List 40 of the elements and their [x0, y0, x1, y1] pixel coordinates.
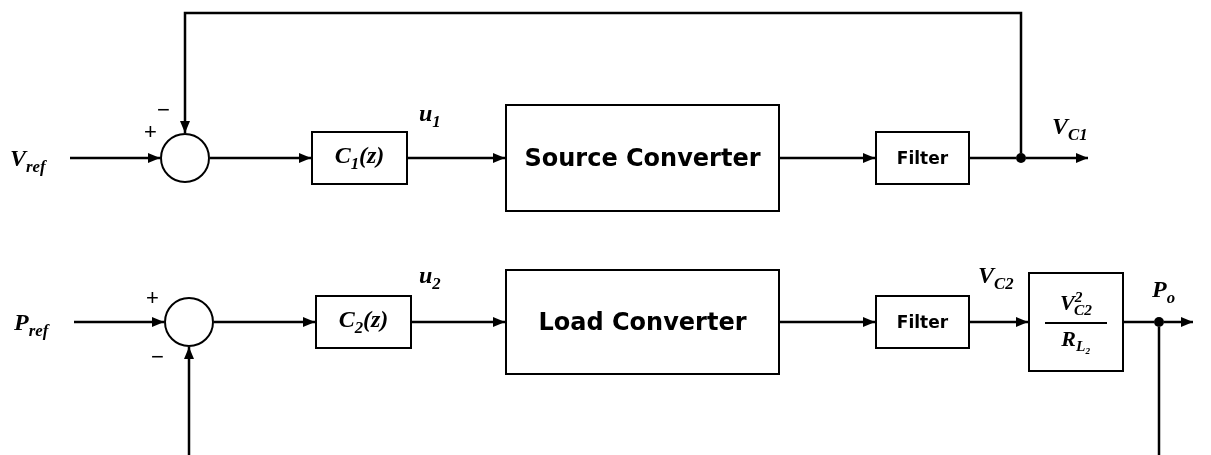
- arrow: [210, 153, 311, 163]
- arrow: [184, 347, 194, 455]
- arrow: [408, 153, 505, 163]
- summing-junction: [160, 133, 210, 183]
- block-label: Load Converter: [538, 308, 747, 336]
- arrow: [970, 317, 1028, 327]
- arrow: [180, 11, 1023, 153]
- summing-junction: [164, 297, 214, 347]
- block-label: Filter: [896, 312, 949, 332]
- signal-label: V$_{ref}$: [10, 140, 70, 176]
- junction-dot: [1154, 317, 1164, 327]
- connector-line: [1157, 327, 1161, 455]
- block-label: Source Converter: [524, 144, 761, 172]
- arrow: [214, 317, 315, 327]
- block-box: [315, 295, 412, 349]
- fraction-denominator: R$_{L₂}$: [1061, 327, 1091, 356]
- arrow: [780, 153, 875, 163]
- arrow: [70, 153, 160, 163]
- block-box: [875, 131, 970, 185]
- block-label: C$_{1}$(z): [334, 142, 385, 174]
- sign-label: +: [144, 121, 157, 143]
- block-box: [505, 104, 780, 212]
- junction-dot: [1016, 153, 1026, 163]
- arrow: [1164, 317, 1193, 327]
- arrow: [1026, 153, 1088, 163]
- sign-label: −: [157, 99, 170, 121]
- block-box: [1028, 272, 1124, 372]
- connector-line: [970, 156, 1016, 160]
- arrow: [780, 317, 875, 327]
- arrow: [412, 317, 505, 327]
- connector-line: [1124, 320, 1154, 324]
- block-box: [311, 131, 408, 185]
- sign-label: −: [151, 346, 164, 368]
- block-label: C$_{2}$(z): [338, 306, 389, 338]
- block-box: [875, 295, 970, 349]
- arrow: [74, 317, 164, 327]
- sign-label: +: [146, 287, 159, 309]
- block-box: [505, 269, 780, 375]
- block-label: Filter: [896, 148, 949, 168]
- signal-label: P$_{ref}$: [14, 304, 74, 340]
